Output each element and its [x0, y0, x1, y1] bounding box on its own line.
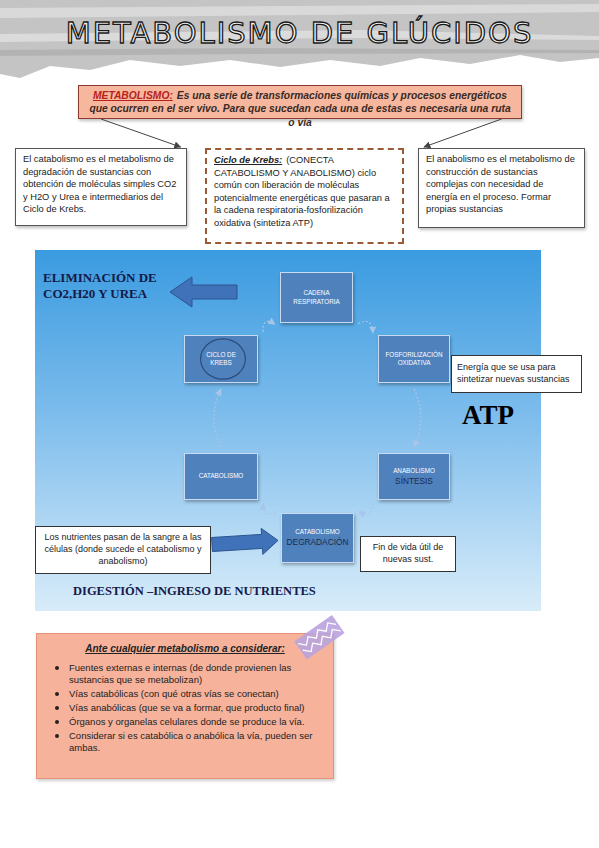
process-box: FOSFORILIZACIÓN OXIDATIVA	[378, 335, 450, 383]
node-text: El anabolismo es el metabolismo de const…	[426, 153, 577, 216]
node-text: CICLO DE KREBS	[206, 351, 236, 367]
node-text: METABOLISMO:	[93, 90, 173, 101]
node-subtext: ATP	[462, 400, 542, 431]
tape-zigzag	[303, 626, 341, 655]
node-text: Los nutrientes pasan de la sangre a las …	[41, 532, 205, 567]
cycle-arrow	[359, 503, 373, 514]
node-subtext: (CONECTA CATABOLISMO Y ANABOLISMO) ciclo…	[214, 155, 390, 228]
node-text: CATABOLISMO	[295, 528, 340, 536]
list-item: Órganos y organelas celulares donde se p…	[49, 716, 321, 729]
arrow-connector	[424, 119, 502, 147]
node-text: CADENA RESPIRATORIA	[283, 289, 350, 305]
arrow-connector	[101, 119, 181, 147]
callout-box: Los nutrientes pasan de la sangre a las …	[35, 526, 211, 574]
list-item: Vías anabólicas (que se va a formar, que…	[49, 702, 321, 715]
block-arrow	[212, 528, 278, 554]
washi-tape	[294, 615, 344, 659]
page-title: METABOLISMO DE GLÚCIDOS	[0, 16, 599, 50]
list-item: Vías catabólicas (con qué otras vías se …	[49, 688, 321, 701]
node-text: ELIMINACIÓN DE CO2,H20 Y UREA	[43, 270, 158, 301]
cycle-arrow	[263, 503, 276, 514]
cycle-arrow	[358, 321, 373, 333]
tape-strip	[294, 615, 344, 659]
process-box: CATABOLISMO	[184, 453, 258, 500]
node-text: Ante cualquier metabolismo a considerar:	[49, 642, 321, 656]
concept-box: El catabolismo es el metabolismo de degr…	[15, 148, 187, 226]
node-text: El catabolismo es el metabolismo de degr…	[23, 153, 179, 216]
brush-stroke	[0, 0, 599, 78]
list-item: Considerar si es catabólica o anabólica …	[49, 730, 321, 756]
block-arrow	[170, 277, 237, 307]
node-subtext: DEGRADACIÓN	[287, 537, 349, 548]
node-subtext: DIGESTIÓN –INGRESO DE NUTRIENTES	[73, 584, 393, 599]
checklist-box: Ante cualquier metabolismo a considerar:…	[36, 633, 334, 779]
node-text: FOSFORILIZACIÓN OXIDATIVA	[381, 351, 447, 367]
process-box: CADENA RESPIRATORIA	[280, 272, 353, 323]
brush-streak	[0, 4, 599, 18]
cycle-panel: ELIMINACIÓN DE CO2,H20 Y UREA ATP DIGESTIÓ…	[35, 250, 541, 611]
callout-box: Energía que se usa para sintetizar nueva…	[451, 355, 582, 393]
node-text: Fin de vida útil de nuevas sust.	[366, 542, 450, 565]
node-subtext: SÍNTESIS	[395, 476, 433, 487]
cycle-arrow	[214, 389, 221, 447]
node-text: Energía que se usa para sintetizar nueva…	[457, 362, 576, 385]
process-box: CATABOLISMODEGRADACIÓN	[281, 513, 354, 563]
list-item: Fuentes externas e internas (de donde pr…	[49, 662, 321, 688]
definition-box: METABOLISMO:Es una serie de transformaci…	[78, 85, 522, 119]
node-text: ANABOLISMO	[393, 467, 435, 475]
process-box: CICLO DE KREBS	[184, 335, 258, 383]
cycle-arrow	[263, 321, 275, 332]
node-text: CATABOLISMO	[199, 472, 244, 480]
circle-outline	[201, 339, 246, 379]
process-box: ANABOLISMOSÍNTESIS	[378, 453, 450, 500]
cycle-arrow	[414, 389, 421, 447]
dashed-concept-box: Ciclo de Krebs:(CONECTA CATABOLISMO Y AN…	[205, 148, 404, 244]
node-text: Ciclo de Krebs:	[214, 155, 282, 165]
concept-box: El anabolismo es el metabolismo de const…	[418, 148, 585, 228]
callout-box: Fin de vida útil de nuevas sust.	[360, 536, 456, 572]
tape-zigzag	[298, 619, 336, 648]
